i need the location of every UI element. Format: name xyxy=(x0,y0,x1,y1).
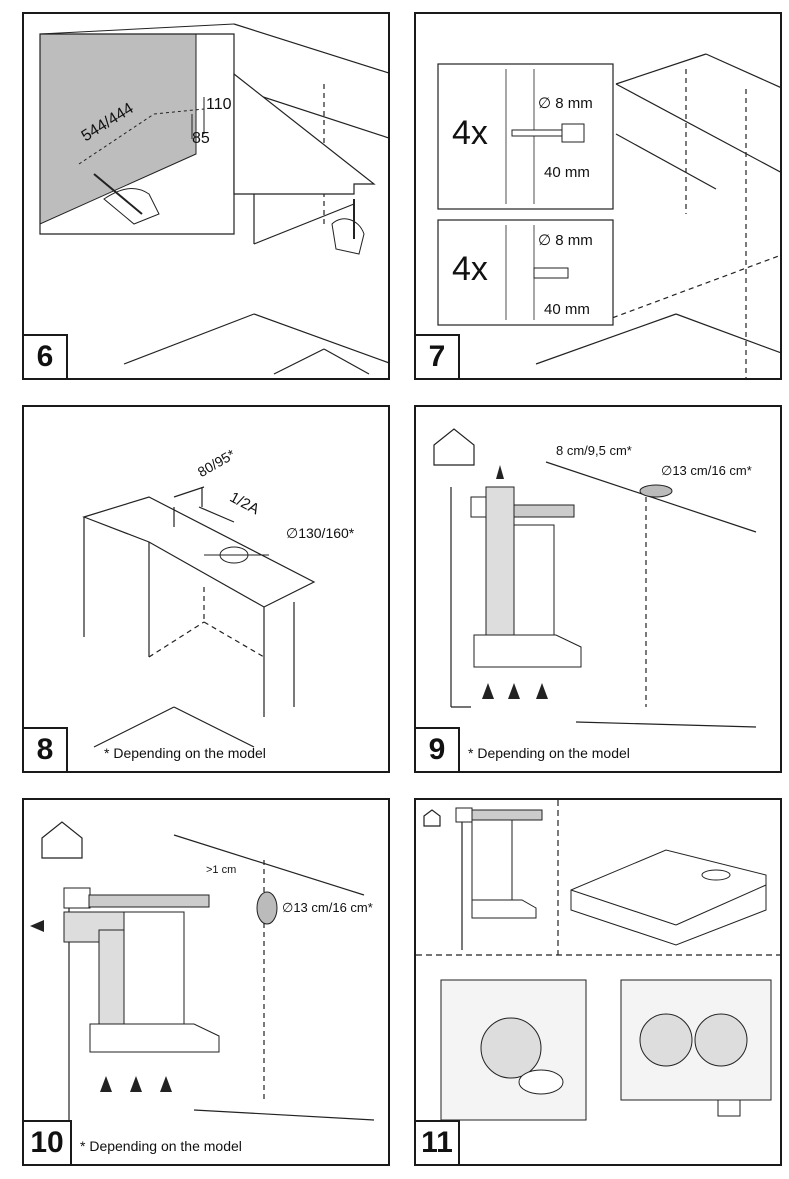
recirculation-icon xyxy=(423,809,441,827)
step-number: 7 xyxy=(416,334,460,378)
dim-top-label: 110 xyxy=(206,96,232,113)
drill-diameter-a: ∅ 8 mm xyxy=(538,95,593,112)
panel-9: 8 cm/9,5 cm* ∅13 cm/16 cm* 9 * Depending… xyxy=(414,405,782,773)
plug-depth-b: 40 mm xyxy=(544,301,590,318)
dim-side-label: 85 xyxy=(192,130,210,147)
panel-6: 544/444 110 85 6 xyxy=(22,12,390,380)
panel-11-drawing xyxy=(416,800,780,1121)
step-number: 8 xyxy=(24,727,68,771)
model-note: * Depending on the model xyxy=(80,1138,242,1154)
step-number: 6 xyxy=(24,334,68,378)
gap-label: >1 cm xyxy=(206,864,237,876)
hole-label: ∅13 cm/16 cm* xyxy=(661,463,752,478)
panel-9-drawing xyxy=(433,428,757,728)
house-vent-icon xyxy=(41,821,83,859)
count-4x-b: 4x xyxy=(452,250,488,288)
model-note: * Depending on the model xyxy=(104,745,266,761)
step-number: 11 xyxy=(416,1120,460,1164)
panel-6-drawing xyxy=(39,23,388,375)
filter-icon xyxy=(717,1099,741,1117)
panel-8-drawing xyxy=(82,486,316,748)
step-number: 9 xyxy=(416,727,460,771)
count-4x-a: 4x xyxy=(452,114,488,152)
panel-7-drawing xyxy=(437,53,780,378)
diameter-label: ∅130/160* xyxy=(286,525,355,541)
plug-diameter-b: ∅ 8 mm xyxy=(538,232,593,249)
drill-depth-a: 40 mm xyxy=(544,164,590,181)
step-number: 10 xyxy=(24,1120,72,1164)
hole-label: ∅13 cm/16 cm* xyxy=(282,900,373,915)
panel-11: 11 xyxy=(414,798,782,1166)
model-note: * Depending on the model xyxy=(468,745,630,761)
panel-7: 4x ∅ 8 mm 40 mm 4x ∅ 8 mm 40 mm 7 xyxy=(414,12,782,380)
panel-10-drawing xyxy=(30,821,375,1140)
panel-10: >1 cm ∅13 cm/16 cm* 10 * Depending on th… xyxy=(22,798,390,1166)
gap-label: 8 cm/9,5 cm* xyxy=(556,443,632,458)
panel-8: 80/95* 1/2A ∅130/160* 8 * Depending on t… xyxy=(22,405,390,773)
house-vent-icon xyxy=(433,428,475,466)
